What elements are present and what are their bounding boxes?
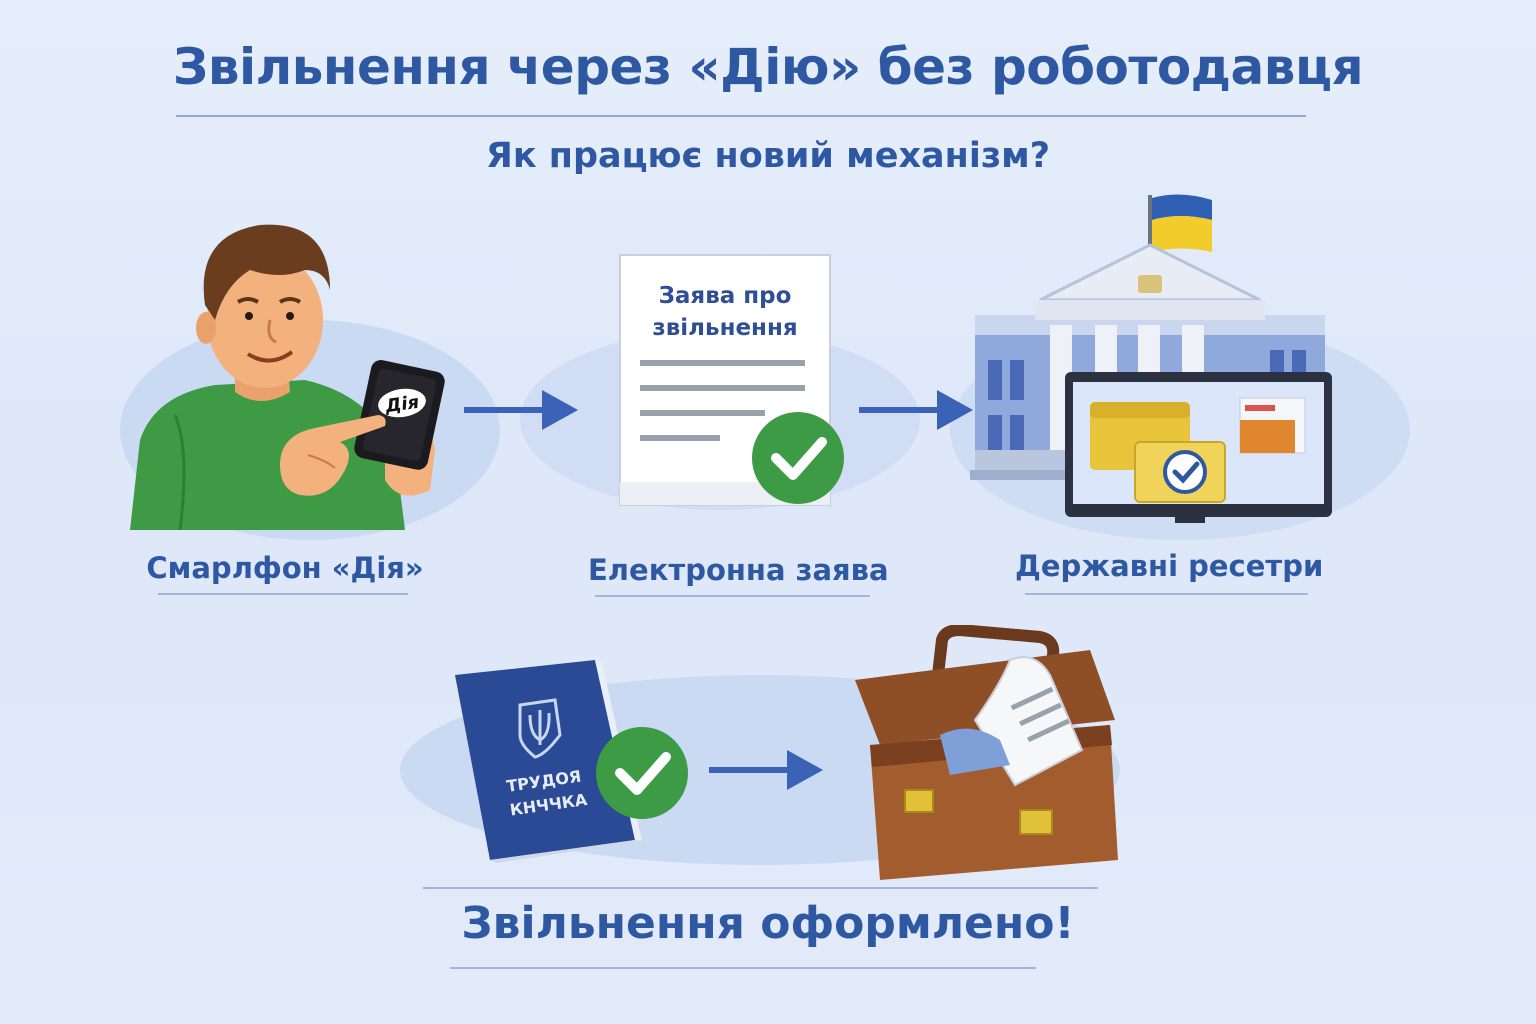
arrow-right-icon — [859, 390, 973, 430]
briefcase-with-documents-icon — [855, 625, 1118, 880]
result-top-divider — [423, 887, 1098, 889]
result-bottom-divider — [450, 967, 1036, 969]
document-title-line-2: звільнення — [652, 315, 798, 341]
title-divider — [176, 115, 1306, 117]
document-title-line-1: Заява про — [658, 283, 792, 309]
document-title: Заява про звільнення — [630, 280, 820, 344]
page-title: Звільнення через «Дію» без роботодавця — [172, 38, 1364, 96]
result-label: Звільнення оформлено! — [461, 898, 1075, 949]
flag-yellow — [1152, 216, 1212, 252]
step-label-application: Електронна заява — [588, 553, 889, 587]
phone-app-label: Дія — [383, 392, 421, 418]
document-with-checkmark-icon — [619, 254, 844, 506]
step-label-smartphone: Смарлфон «Дія» — [146, 551, 424, 585]
step-divider-2 — [595, 595, 870, 597]
arrow-right-icon — [709, 750, 823, 790]
step-divider-1 — [158, 593, 408, 595]
step-divider-3 — [1025, 593, 1308, 595]
work-record-book-icon — [455, 660, 688, 863]
flag-blue — [1152, 194, 1212, 220]
person-with-smartphone-icon: Дія — [130, 224, 445, 530]
page-subtitle: Як працює новий механізм? — [485, 136, 1051, 176]
step-label-registries: Державні ресетри — [1015, 549, 1324, 583]
government-building-monitor-icon — [970, 194, 1332, 523]
arrow-right-icon — [464, 390, 578, 430]
